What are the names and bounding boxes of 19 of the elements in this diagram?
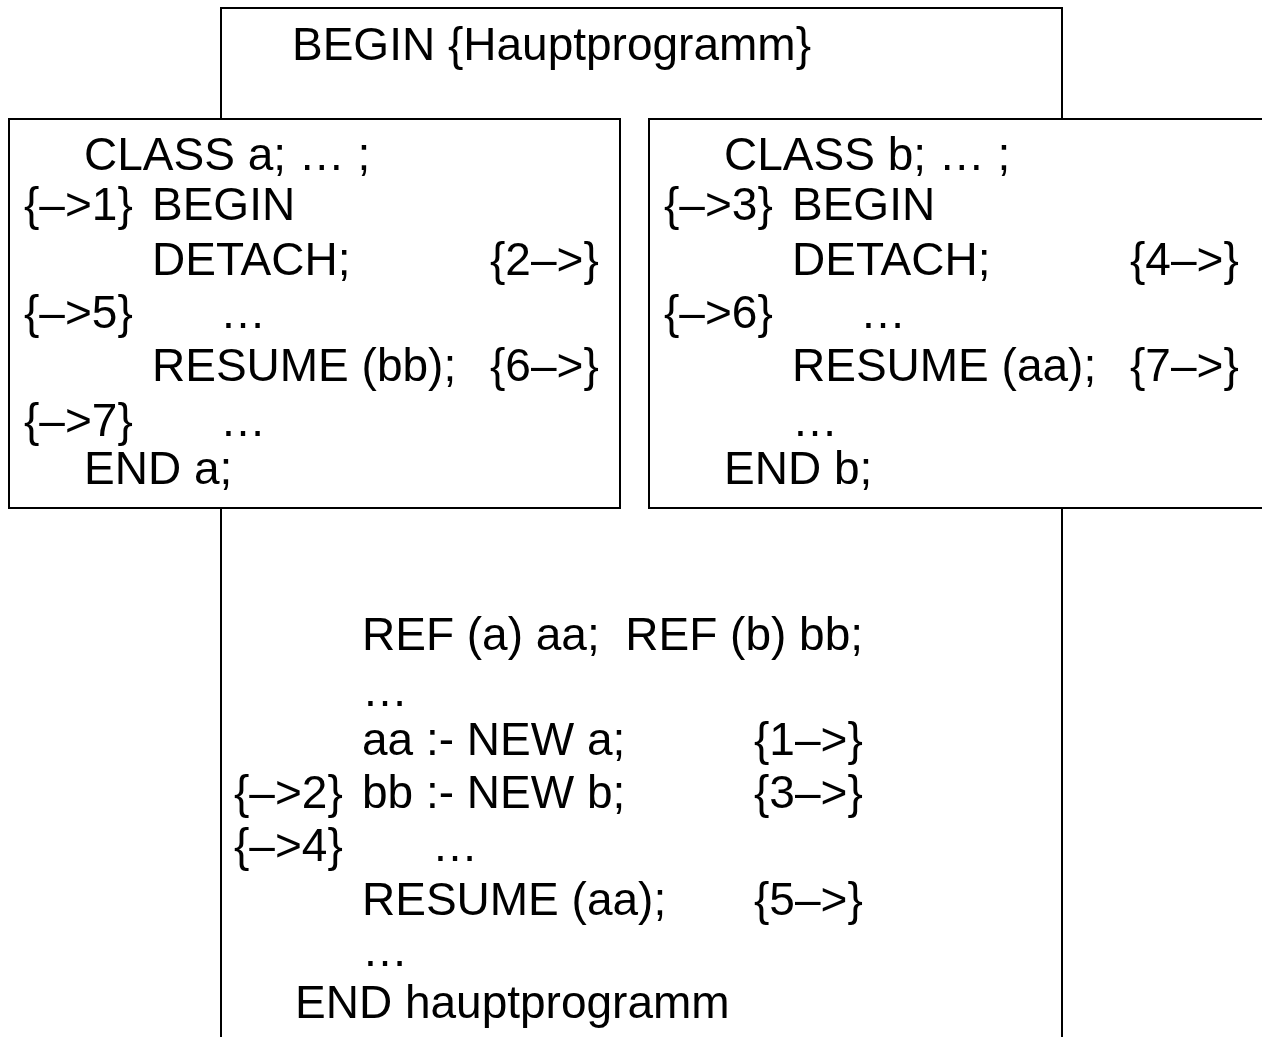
code-line: bb :- NEW b; (362, 769, 626, 815)
code-line: … (792, 397, 838, 443)
code-line: BEGIN (152, 181, 296, 227)
code-line: … (432, 822, 478, 868)
code-line: … (362, 927, 408, 973)
code-line: DETACH; (792, 236, 991, 282)
code-line: … (220, 289, 266, 335)
code-line: … (362, 667, 408, 713)
code-line: CLASS a; … ; (84, 131, 371, 177)
code-line: … (220, 397, 266, 443)
code-line: BEGIN (792, 181, 936, 227)
class-box (648, 118, 1262, 509)
code-line: CLASS b; … ; (724, 131, 1011, 177)
class-box (8, 118, 621, 509)
code-line: DETACH; (152, 236, 351, 282)
code-line: END b; (724, 445, 873, 491)
code-line: … (860, 289, 906, 335)
code-line: aa :- NEW a; (362, 716, 626, 762)
code-line: END a; (84, 445, 233, 491)
